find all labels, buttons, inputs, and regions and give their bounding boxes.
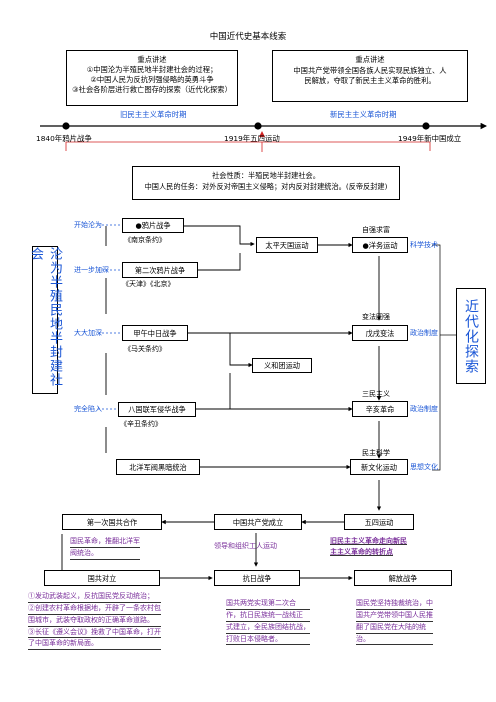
workers-movement-note: 领导和组织工人运动 [214, 542, 277, 550]
aspect-label-technology: 科学技术 [410, 241, 438, 249]
key-point-line: ①中国沦为半殖民地半封建社会的过程； [86, 64, 218, 74]
liberation-notes: 国民党坚持独裁统治，中 国共产党带领中国人民推 翻了国民党在大陆的统 治。 [356, 598, 433, 646]
note-line: ②创建农村革命根据地，开辟了一条农村包 [28, 603, 161, 615]
key-points-heading: 重点讲述 [355, 55, 385, 64]
left-theme-title: 沦为半殖民地半封建社会 [28, 246, 62, 394]
note-line: 治。 [356, 634, 433, 646]
event-may-fourth: 五四运动 [344, 514, 414, 530]
note-line: 国共两党实现第二次合 [226, 598, 310, 610]
key-points-heading: 重点讲述 [137, 55, 167, 64]
xinhai-note: 三民主义 [362, 390, 390, 398]
event-hundred-days-reform: 戊戌变法 [352, 325, 408, 341]
stage-label-begin: 开始沦为 [74, 221, 102, 229]
event-anti-japanese-war: 抗日战争 [214, 570, 300, 586]
note-line: 国民革命，推翻北洋军 [70, 536, 140, 548]
event-opium-war: ●鸦片战争 [122, 218, 184, 233]
note-line: 了中国革命的新局面。 [28, 638, 161, 651]
note-line: ①发动武装起义，反抗国民党反动统治； [28, 591, 161, 603]
key-point-line: 民解放，夺取了新民主主义革命的胜利。 [304, 76, 436, 86]
note-line: 翻了国民党在大陆的统 [356, 622, 433, 634]
note-line: 国共产党带领中国人民推 [356, 610, 433, 622]
treaty-tianjin-beijing: 《天津》《北京》 [122, 280, 175, 288]
note-line: 作，抗日民族统一战线正 [226, 610, 310, 622]
key-points-old-box: 重点讲述 ①中国沦为半殖民地半封建社会的过程； ②中国人民为反抗列强侵略的英勇斗… [66, 50, 238, 106]
society-nature-line: 社会性质：半殖民地半封建社会。 [212, 171, 320, 180]
event-second-opium-war: 第二次鸦片战争 [122, 262, 198, 278]
note-line: 围城市，武装夺取政权的正确革命道路。 [28, 615, 161, 627]
timeline-point-1949: 1949年新中国成立 [398, 134, 462, 143]
society-nature-box: 社会性质：半殖民地半封建社会。 中国人民的任务：对外反对帝国主义侵略；对内反对封… [132, 166, 400, 200]
treaty-boxer-protocol: 《辛丑条约》 [120, 420, 162, 428]
note-line: 式建立，全民族团结抗战， [226, 622, 310, 634]
people-task-line: 中国人民的任务：对外反对帝国主义侵略；对内反对封建统治。(反帝反封建) [144, 182, 388, 192]
aspect-label-politics: 政治制度 [410, 329, 438, 337]
note-line: 打败日本侵略者。 [226, 634, 310, 646]
stage-label-complete: 完全陷入 [74, 405, 102, 413]
key-point-line: 中国共产党带领全国各族人民实现民族独立、人 [293, 65, 447, 75]
event-boxer-movement: 义和团运动 [252, 358, 312, 373]
turning-point-note: 旧民主主义革命走向新民 主主义革命的转折点 [330, 535, 407, 557]
first-coop-note: 国民革命，推翻北洋军 阀统治。 [70, 536, 140, 560]
timeline-point-1919: 1919年五四运动 [224, 134, 280, 143]
stage-label-greatly-deepen: 大大加深 [74, 329, 102, 337]
note-line: 主主义革命的转折点 [330, 547, 393, 557]
stage-label-deepen: 进一步加深 [74, 266, 109, 274]
note-line: 国民党坚持独裁统治，中 [356, 598, 433, 610]
timeline-point-1840: 1840年鸦片战争 [36, 134, 92, 143]
treaty-shimonoseki: 《马关条约》 [124, 345, 166, 353]
right-theme-title: 近代化探索 [456, 288, 486, 384]
reform-note: 变法图强 [362, 313, 390, 321]
key-point-line: ③社会各阶层进行救亡图存的探索（近代化探索） [72, 84, 232, 94]
westernization-note: 自强求富 [362, 226, 390, 234]
note-line: 阀统治。 [70, 548, 140, 560]
anti-japan-notes: 国共两党实现第二次合 作，抗日民族统一战线正 式建立，全民族团结抗战， 打败日本… [226, 598, 310, 646]
key-points-new-box: 重点讲述 中国共产党带领全国各族人民实现民族独立、人 民解放，夺取了新民主主义革… [272, 50, 468, 102]
event-cpc-founded: 中国共产党成立 [214, 514, 302, 530]
note-line: ③长征《遵义会议》挽救了中国革命，打开 [28, 627, 161, 639]
key-point-line: ②中国人民为反抗列强侵略的英勇斗争 [90, 74, 214, 84]
event-sino-japanese-war: 甲午中日战争 [122, 325, 188, 341]
event-taiping-movement: 太平天国运动 [256, 237, 318, 253]
aspect-label-politics-2: 政治制度 [410, 405, 438, 413]
old-period-label: 旧民主主义革命时期 [120, 110, 187, 119]
kmt-opposition-notes: ①发动武装起义，反抗国民党反动统治； ②创建农村革命根据地，开辟了一条农村包 围… [28, 591, 161, 651]
page-title: 中国近代史基本线索 [209, 32, 287, 42]
event-new-culture-movement: 新文化运动 [350, 459, 408, 475]
new-period-label: 新民主主义革命时期 [330, 110, 397, 119]
event-eight-nation-invasion: 八国联军侵华战争 [118, 402, 196, 417]
treaty-nanjing: 《南京条约》 [124, 236, 166, 244]
event-first-kmt-cpc-cooperation: 第一次国共合作 [62, 514, 162, 530]
new-culture-note: 民主科学 [362, 449, 390, 457]
event-westernization-movement: ●洋务运动 [352, 237, 408, 253]
event-kmt-cpc-opposition: 国共对立 [44, 570, 160, 586]
event-xinhai-revolution: 辛亥革命 [352, 401, 408, 417]
note-line: 旧民主主义革命走向新民 [330, 536, 407, 545]
event-beiyang-warlords: 北洋军阀黑暗统治 [116, 459, 200, 475]
aspect-label-culture: 思想文化 [410, 463, 438, 471]
event-liberation-war: 解放战争 [354, 570, 452, 586]
